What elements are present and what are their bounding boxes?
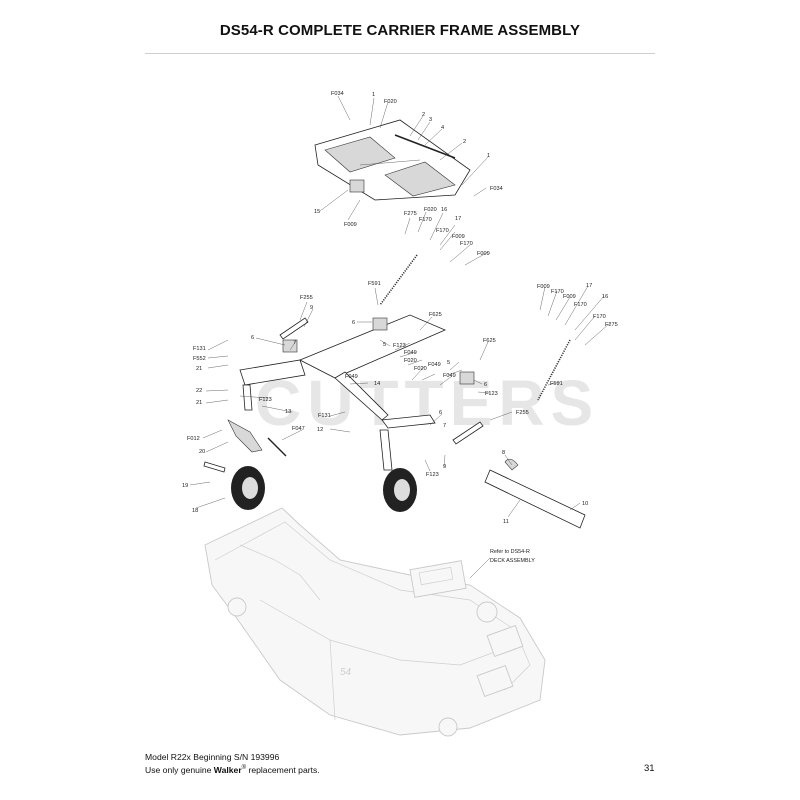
callout-label: 3 (429, 117, 432, 123)
callout-label: 16 (602, 294, 608, 300)
footer-registered-mark: ® (241, 765, 247, 771)
page-number: 31 (644, 763, 655, 774)
callout-label: F123 (393, 343, 406, 349)
callout-label: 19 (182, 483, 188, 489)
callout-label: 8 (502, 450, 505, 456)
ghost-deck-assembly: 54 (204, 507, 546, 737)
callout-label: 15 (314, 209, 320, 215)
callout-label: 9 (310, 305, 313, 311)
callout-label: 14 (374, 381, 380, 387)
callout-label: F034 (331, 91, 344, 97)
callout-label: F625 (429, 312, 442, 318)
footer-model-line: Model R22x Beginning S/N 193996 (145, 752, 280, 762)
callout-label: F255 (516, 410, 529, 416)
callout-label: F123 (426, 472, 439, 478)
callout-label: F012 (187, 436, 200, 442)
callout-label: 21 (196, 400, 202, 406)
callout-label: F170 (551, 289, 564, 295)
carrier-frame (227, 314, 475, 471)
callout-label: 12 (317, 427, 323, 433)
callout-label: F552 (193, 356, 206, 362)
deck-reference-note-line1: Refer to DS54-R (490, 549, 530, 555)
callout-label: F020 (384, 99, 397, 105)
callout-label: F275 (404, 211, 417, 217)
callout-label: F170 (419, 217, 432, 223)
callout-label: 1 (487, 153, 490, 159)
callout-label: F009 (563, 294, 576, 300)
callout-label: F131 (193, 346, 206, 352)
callout-label: 18 (192, 508, 198, 514)
callout-label: F625 (483, 338, 496, 344)
caster-wheel-right (383, 468, 417, 512)
callout-label: F009 (537, 284, 550, 290)
ghost-deck-mark: 54 (340, 667, 352, 678)
callout-label: F049 (443, 373, 456, 379)
callout-label: 4 (441, 125, 444, 131)
callout-label: F049 (345, 374, 358, 380)
callout-label: 5 (383, 342, 386, 348)
callout-label: 9 (443, 464, 446, 470)
footer: Model R22x Beginning S/N 193996 Use only… (145, 752, 320, 776)
callout-label: F591 (550, 381, 563, 387)
callout-label: F591 (368, 281, 381, 287)
callout-labels: F034 1 F020 2 3 4 2 1 F034 15 F009 F275 … (182, 91, 618, 564)
footer-brand: Walker (213, 764, 242, 775)
callout-label: 20 (199, 449, 205, 455)
caster-wheel-left (231, 466, 265, 510)
footer-suffix: replacement parts. (246, 764, 320, 775)
callout-label: 6 (251, 335, 254, 341)
callout-label: 10 (582, 501, 588, 507)
footer-prefix: Use only genuine (145, 764, 214, 775)
callout-label: 6 (484, 382, 487, 388)
callout-label: F020 (404, 358, 417, 364)
callout-layer (189, 95, 611, 579)
page-title: DS54-R COMPLETE CARRIER FRAME ASSEMBLY (219, 22, 581, 39)
foot-platform (314, 119, 471, 201)
callout-label: 6 (352, 320, 355, 326)
callout-label: F009 (477, 251, 490, 257)
callout-label: F020 (424, 207, 437, 213)
callout-label: F034 (490, 186, 503, 192)
deck-reference-note-line2: DECK ASSEMBLY (490, 558, 535, 564)
spring-left (379, 254, 418, 306)
callout-label: 22 (196, 388, 202, 394)
callout-label: 7 (293, 340, 296, 346)
callout-label: 11 (503, 519, 509, 525)
callout-label: 2 (463, 139, 466, 145)
callout-label: 17 (455, 216, 461, 222)
callout-label: F255 (300, 295, 313, 301)
callout-label: F049 (428, 362, 441, 368)
callout-label: 6 (439, 410, 442, 416)
callout-label: F170 (460, 241, 473, 247)
callout-label: F123 (485, 391, 498, 397)
callout-label: F009 (344, 222, 357, 228)
title-divider (145, 53, 655, 54)
callout-label: F170 (574, 302, 587, 308)
callout-label: 1 (372, 92, 375, 98)
callout-label: F049 (404, 350, 417, 356)
callout-label: F275 (605, 322, 618, 328)
callout-label: F047 (292, 426, 305, 432)
callout-label: F009 (452, 234, 465, 240)
callout-label: F123 (259, 397, 272, 403)
footer-parts-line: Use only genuine Walker® replacement par… (145, 763, 320, 776)
callout-label: F131 (318, 413, 331, 419)
callout-label: 5 (447, 360, 450, 366)
callout-label: 17 (586, 283, 592, 289)
callout-label: F020 (414, 366, 427, 372)
callout-label: 2 (422, 112, 425, 118)
pins-and-bars (203, 134, 586, 529)
callout-label: 13 (285, 409, 291, 415)
spring-right (537, 339, 571, 401)
callout-label: F170 (593, 314, 606, 320)
callout-label: 16 (441, 207, 447, 213)
callout-label: 7 (443, 423, 446, 429)
callout-label: F170 (436, 228, 449, 234)
callout-label: 21 (196, 366, 202, 372)
